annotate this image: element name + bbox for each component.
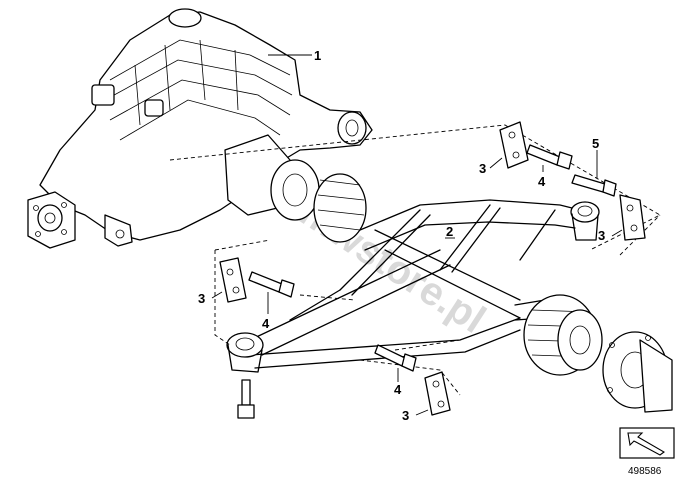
callout-3b: 3 <box>598 228 605 243</box>
differential-housing[interactable] <box>27 8 373 249</box>
bolt-5[interactable] <box>571 174 617 197</box>
diagram-id: 498586 <box>628 466 662 477</box>
callout-3c: 3 <box>198 291 205 306</box>
output-flange[interactable] <box>224 134 367 243</box>
callout-1: 1 <box>314 48 321 63</box>
callout-3a: 3 <box>479 161 486 176</box>
callout-3d: 3 <box>402 408 409 423</box>
plate-left[interactable] <box>219 257 247 303</box>
bolt-vertical[interactable] <box>237 379 255 419</box>
plate-right[interactable] <box>619 194 646 241</box>
bolt-lower[interactable] <box>374 344 417 372</box>
callout-4a: 4 <box>538 174 546 189</box>
plate-lower[interactable] <box>424 371 451 416</box>
bolt-upper[interactable] <box>526 144 573 170</box>
drive-shaft[interactable] <box>514 294 673 413</box>
callout-2: 2 <box>446 224 453 239</box>
arrow-direction-icon <box>619 427 675 459</box>
plate-upper-left[interactable] <box>499 121 529 169</box>
callout-4b: 4 <box>262 316 270 331</box>
callout-4c: 4 <box>394 382 402 397</box>
bolt-left[interactable] <box>248 271 295 298</box>
axle-carrier[interactable] <box>226 199 600 373</box>
leader-lines <box>211 54 623 416</box>
callout-5: 5 <box>592 136 599 151</box>
